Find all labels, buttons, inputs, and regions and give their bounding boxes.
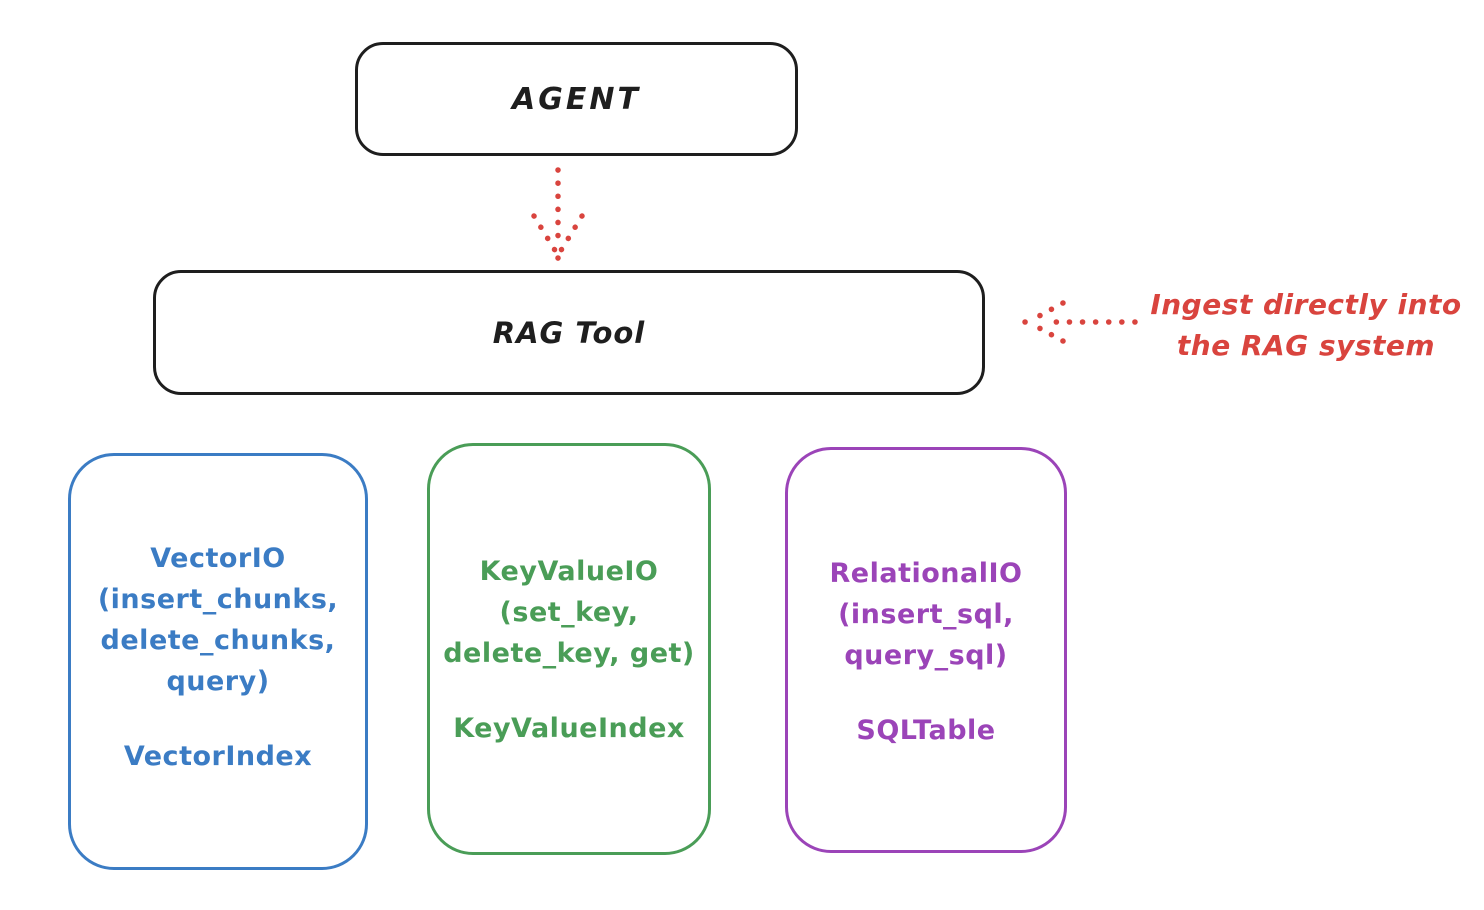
backend-node-keyvalue-io: KeyValueIO (set_key, delete_key, get) Ke… [427, 443, 711, 855]
backend-line: delete_key, get) [443, 638, 695, 669]
backend-line: query) [166, 666, 270, 697]
agent-node: AGENT [355, 42, 798, 156]
backend-line: (set_key, [499, 597, 639, 628]
agent-label: AGENT [512, 81, 641, 117]
ingest-annotation-line2: the RAG system [1176, 329, 1436, 362]
rag-tool-node: RAG Tool [153, 270, 985, 395]
backend-line: delete_chunks, [100, 625, 336, 656]
backend-line: VectorIO [150, 543, 286, 574]
ingest-annotation-line1: Ingest directly into [1150, 288, 1462, 321]
backend-index-label: VectorIndex [123, 741, 313, 772]
ingest-annotation: Ingest directly into the RAG system [1138, 284, 1474, 366]
backend-line: query_sql) [844, 640, 1008, 671]
agent-to-rag-arrow-icon [531, 167, 585, 261]
backend-line: KeyValueIO [479, 556, 659, 587]
backend-node-relational-io: RelationalIO (insert_sql, query_sql) SQL… [785, 447, 1067, 853]
backend-line: (insert_chunks, [97, 584, 339, 615]
rag-tool-label: RAG Tool [492, 315, 646, 350]
backend-line: (insert_sql, [838, 599, 1014, 630]
ingest-arrow-icon [1022, 300, 1138, 344]
backend-index-label: SQLTable [856, 715, 996, 746]
backend-line: RelationalIO [829, 558, 1023, 589]
backend-index-label: KeyValueIndex [453, 713, 685, 744]
backend-node-vector-io: VectorIO (insert_chunks, delete_chunks, … [68, 453, 368, 870]
